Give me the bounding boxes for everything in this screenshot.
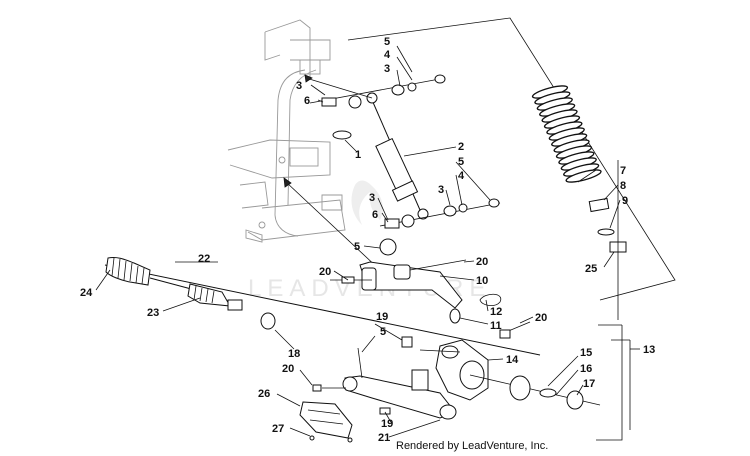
- callout-19: 19: [376, 311, 388, 323]
- callout-20: 20: [319, 266, 331, 278]
- callout-20: 20: [282, 363, 294, 375]
- hub-bearing-parts: [469, 374, 601, 410]
- spring-coil: [565, 169, 602, 183]
- callout-5: 5: [384, 36, 390, 48]
- spring-parts: [588, 160, 627, 320]
- callout-6: 6: [372, 209, 378, 221]
- callout-3: 3: [438, 184, 444, 196]
- callout-4: 4: [458, 170, 465, 182]
- callout-15: 15: [580, 347, 592, 359]
- upper-shock-hardware: [304, 74, 446, 140]
- callout-25: 25: [585, 263, 597, 275]
- callout-23: 23: [147, 307, 159, 319]
- callout-12: 12: [490, 306, 502, 318]
- callout-6: 6: [304, 95, 310, 107]
- callout-26: 26: [258, 388, 270, 400]
- assembly-guide-lines: [347, 17, 676, 441]
- lower-a-arm: [312, 347, 457, 420]
- callout-20: 20: [535, 312, 547, 324]
- callout-18: 18: [288, 348, 300, 360]
- leader-lines: [95, 45, 640, 438]
- callout-9: 9: [622, 195, 628, 207]
- callout-3: 3: [369, 192, 375, 204]
- callout-20: 20: [476, 256, 488, 268]
- callout-3: 3: [384, 63, 390, 75]
- callout-11: 11: [490, 320, 502, 332]
- frame-sketch: [227, 19, 346, 243]
- callout-1: 1: [355, 149, 361, 161]
- callout-5: 5: [354, 241, 360, 253]
- callout-19: 19: [381, 418, 393, 430]
- callout-22: 22: [198, 253, 210, 265]
- callout-5: 5: [458, 156, 464, 168]
- callout-7: 7: [620, 165, 626, 177]
- callout-16: 16: [580, 363, 592, 375]
- callout-21: 21: [378, 432, 390, 444]
- callout-labels: 5 4 3 3 6 1 2 5 4 3 3 6 7 8 9 25 5 20 20…: [80, 36, 655, 444]
- skid-plate: [299, 401, 353, 443]
- lower-shock-hardware: [283, 177, 501, 271]
- callout-4: 4: [384, 49, 391, 61]
- callout-17: 17: [583, 378, 595, 390]
- callout-14: 14: [506, 354, 519, 366]
- callout-13: 13: [643, 344, 655, 356]
- callout-10: 10: [476, 275, 488, 287]
- callout-3: 3: [296, 80, 302, 92]
- drive-axle: [104, 257, 541, 356]
- callout-2: 2: [458, 141, 464, 153]
- callout-5: 5: [380, 326, 386, 338]
- footer-credit: Rendered by LeadVenture, Inc.: [396, 440, 549, 452]
- callout-8: 8: [620, 180, 626, 192]
- coil-spring: [531, 85, 602, 183]
- steering-knuckle: [401, 321, 531, 401]
- callout-24: 24: [80, 287, 93, 299]
- callout-27: 27: [272, 423, 284, 435]
